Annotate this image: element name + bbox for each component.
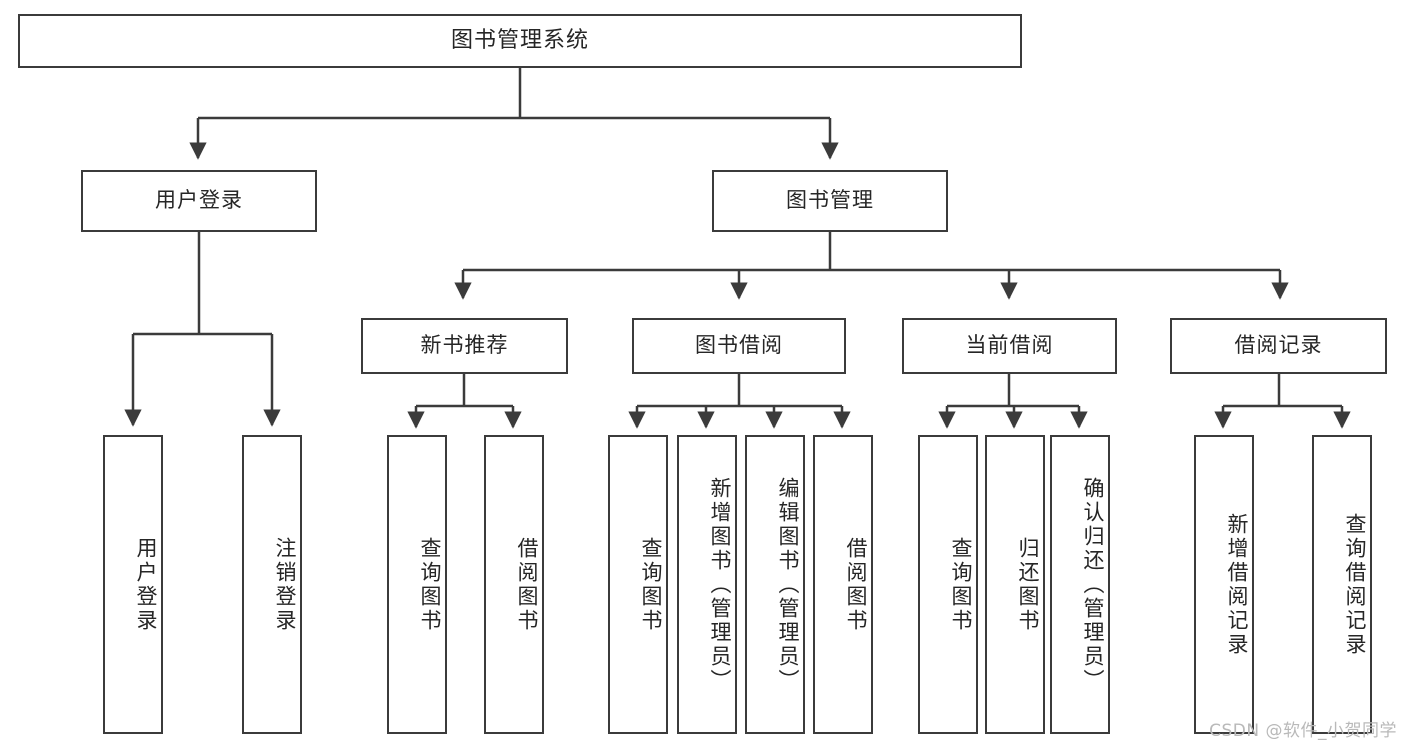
- leaf-current-return-book-label: 归还图书: [1016, 536, 1040, 633]
- leaf-newbook-borrow-book[interactable]: 借阅图书: [484, 435, 544, 734]
- leaf-current-return-book[interactable]: 归还图书: [985, 435, 1045, 734]
- leaf-current-query-book-label: 查询图书: [949, 536, 973, 633]
- leaf-record-query-record-label: 查询借阅记录: [1343, 512, 1367, 657]
- node-user-login[interactable]: 用户登录: [81, 170, 317, 232]
- node-book-management-label: 图书管理: [786, 188, 874, 213]
- leaf-current-confirm-return-label: 确认归还（管理员）: [1081, 476, 1105, 693]
- node-current-borrow-label: 当前借阅: [965, 333, 1054, 358]
- node-user-login-label: 用户登录: [155, 188, 243, 213]
- watermark: CSDN @软件_小贺同学: [1209, 721, 1397, 741]
- leaf-borrow-edit-book[interactable]: 编辑图书（管理员）: [745, 435, 805, 734]
- leaf-user-logout[interactable]: 注销登录: [242, 435, 302, 734]
- leaf-record-add-record[interactable]: 新增借阅记录: [1194, 435, 1254, 734]
- node-book-management[interactable]: 图书管理: [712, 170, 948, 232]
- node-root-label: 图书管理系统: [450, 27, 589, 53]
- node-book-borrow[interactable]: 图书借阅: [632, 318, 846, 374]
- leaf-borrow-borrow-book[interactable]: 借阅图书: [813, 435, 873, 734]
- leaf-current-confirm-return[interactable]: 确认归还（管理员）: [1050, 435, 1110, 734]
- leaf-user-login[interactable]: 用户登录: [103, 435, 163, 734]
- leaf-current-query-book[interactable]: 查询图书: [918, 435, 978, 734]
- leaf-borrow-borrow-book-label: 借阅图书: [844, 536, 868, 633]
- node-root[interactable]: 图书管理系统: [18, 14, 1022, 68]
- leaf-newbook-query-book[interactable]: 查询图书: [387, 435, 447, 734]
- node-book-borrow-label: 图书借阅: [695, 333, 783, 358]
- leaf-record-query-record[interactable]: 查询借阅记录: [1312, 435, 1372, 734]
- leaf-record-add-record-label: 新增借阅记录: [1225, 512, 1249, 657]
- leaf-newbook-borrow-book-label: 借阅图书: [515, 536, 539, 633]
- leaf-borrow-edit-book-label: 编辑图书（管理员）: [776, 476, 800, 693]
- node-borrow-record-label: 借阅记录: [1234, 333, 1323, 358]
- leaf-borrow-query-book[interactable]: 查询图书: [608, 435, 668, 734]
- node-new-book-recommend[interactable]: 新书推荐: [361, 318, 568, 374]
- node-current-borrow[interactable]: 当前借阅: [902, 318, 1117, 374]
- leaf-newbook-query-book-label: 查询图书: [418, 536, 442, 633]
- node-new-book-recommend-label: 新书推荐: [420, 333, 509, 358]
- leaf-borrow-query-book-label: 查询图书: [639, 536, 663, 633]
- leaf-user-logout-label: 注销登录: [273, 536, 297, 633]
- leaf-borrow-add-book-label: 新增图书（管理员）: [708, 476, 732, 693]
- node-borrow-record[interactable]: 借阅记录: [1170, 318, 1387, 374]
- leaf-borrow-add-book[interactable]: 新增图书（管理员）: [677, 435, 737, 734]
- leaf-user-login-label: 用户登录: [134, 536, 158, 633]
